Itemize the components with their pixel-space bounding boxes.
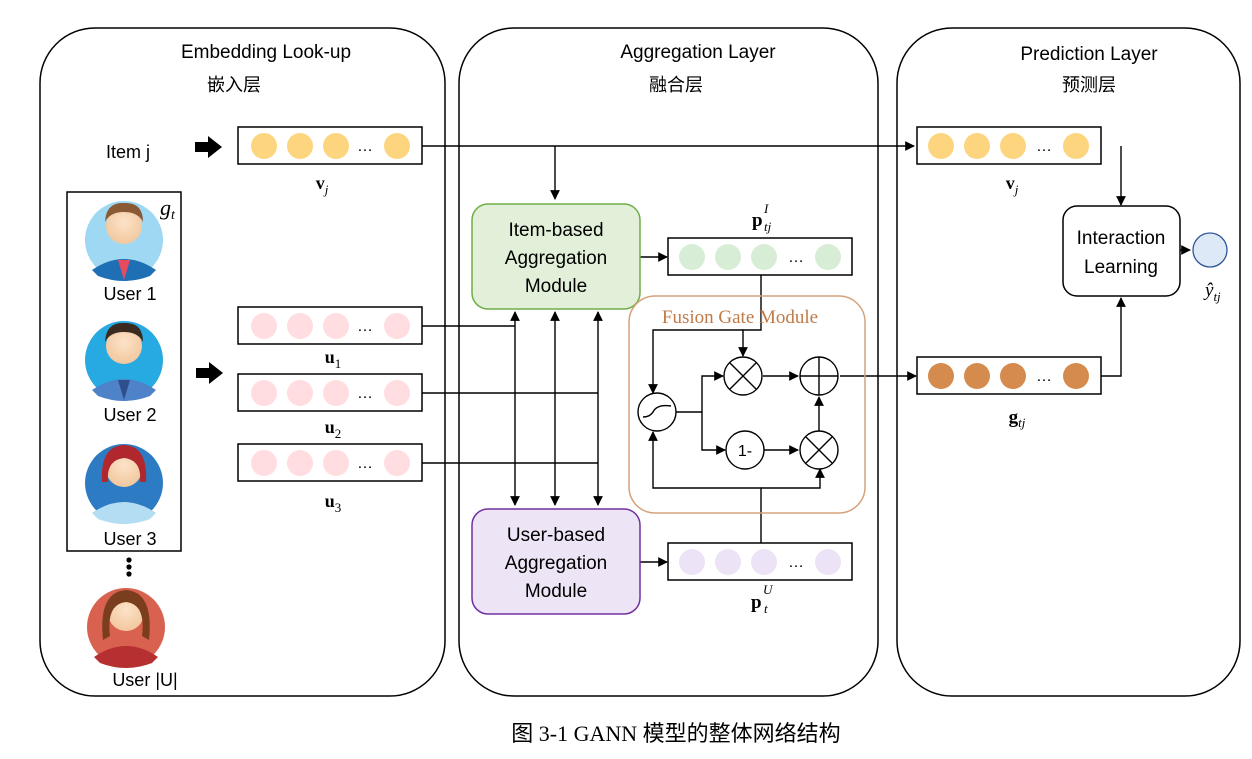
prediction-subtitle: 预测层 [1062, 75, 1116, 96]
more-users-ellipsis [126, 557, 132, 577]
svg-text:1-: 1- [738, 443, 752, 460]
user-3-label: User 3 [103, 529, 156, 549]
svg-text:Item-based: Item-based [508, 220, 603, 241]
aggregation-subtitle: 融合层 [649, 75, 703, 96]
svg-text:…: … [357, 455, 373, 472]
item-aggregated-vector: … [667, 237, 853, 276]
user-1-avatar [85, 201, 163, 281]
fused-group-vector: … [916, 356, 1102, 395]
item-aggregated-vector-sup: I [763, 201, 769, 216]
interaction-learning-module: Interaction Learning [1062, 205, 1181, 297]
svg-text:Interaction: Interaction [1077, 228, 1166, 249]
prediction-title: Prediction Layer [1020, 44, 1158, 65]
sigmoid-icon [637, 392, 677, 432]
connector-lines [422, 141, 1191, 567]
user-aggregated-vector: … [667, 542, 853, 581]
user-based-aggregation-module: User-based Aggregation Module [471, 508, 641, 615]
user-3-vector-label: u3 [325, 491, 342, 515]
aggregation-panel [458, 27, 879, 697]
user-1-embedding-vector: … [237, 306, 423, 345]
user-2-avatar [85, 321, 163, 401]
group-box [66, 191, 182, 552]
svg-text:…: … [357, 385, 373, 402]
item-aggregated-vector-sub: tj [764, 219, 772, 234]
embedding-title: Embedding Look-up [181, 42, 351, 63]
add-icon [799, 356, 839, 396]
user-3-embedding-vector: … [237, 443, 423, 482]
user-last-avatar [87, 588, 165, 668]
user-2-embedding-vector: … [237, 373, 423, 412]
item-based-aggregation-module: Item-based Aggregation Module [471, 203, 641, 310]
svg-text:Module: Module [525, 581, 587, 602]
multiply-icon-top [723, 356, 763, 396]
svg-text:…: … [1036, 368, 1052, 385]
user-aggregated-vector-sub: t [764, 601, 768, 616]
svg-text:User-based: User-based [507, 525, 605, 546]
user-2-label: User 2 [103, 405, 156, 425]
user-2-vector-label: u2 [325, 417, 342, 441]
fusion-gate-title: Fusion Gate Module [662, 307, 818, 328]
prediction-output-label: ŷtj [1203, 280, 1221, 304]
embedding-panel [39, 27, 446, 697]
svg-text:…: … [1036, 138, 1052, 155]
item-label: Item j [106, 142, 150, 162]
users-right-arrow-icon [196, 362, 223, 384]
svg-text:Aggregation: Aggregation [505, 553, 607, 574]
prediction-item-vector-label: vj [1006, 173, 1019, 197]
multiply-icon-bottom [799, 430, 839, 470]
embedding-subtitle: 嵌入层 [207, 75, 261, 96]
prediction-output-node [1192, 232, 1228, 268]
prediction-item-vector: … [916, 126, 1102, 165]
svg-text:Aggregation: Aggregation [505, 248, 607, 269]
user-1-vector-label: u1 [325, 347, 342, 371]
user-1-label: User 1 [103, 284, 156, 304]
group-label: gt [160, 195, 176, 223]
one-minus-node: 1- [725, 430, 765, 470]
svg-text:…: … [357, 138, 373, 155]
item-vector-label: vj [316, 173, 329, 197]
svg-text:Module: Module [525, 276, 587, 297]
figure-caption: 图 3-1 GANN 模型的整体网络结构 [511, 721, 840, 746]
fused-group-vector-label: gtj [1009, 407, 1026, 430]
svg-text:Learning: Learning [1084, 257, 1158, 278]
prediction-panel [896, 27, 1241, 697]
user-3-avatar [85, 444, 163, 524]
aggregation-title: Aggregation Layer [620, 42, 776, 63]
fusion-gate-module [628, 295, 866, 514]
item-aggregated-vector-label: p [752, 210, 763, 231]
item-embedding-vector: … [237, 126, 423, 165]
item-right-arrow-icon [195, 136, 222, 158]
svg-text:…: … [788, 554, 804, 571]
svg-text:…: … [788, 249, 804, 266]
user-aggregated-vector-label: p [751, 592, 762, 613]
svg-text:…: … [357, 318, 373, 335]
user-aggregated-vector-sup: U [763, 582, 774, 597]
user-last-label: User |U| [112, 670, 177, 690]
